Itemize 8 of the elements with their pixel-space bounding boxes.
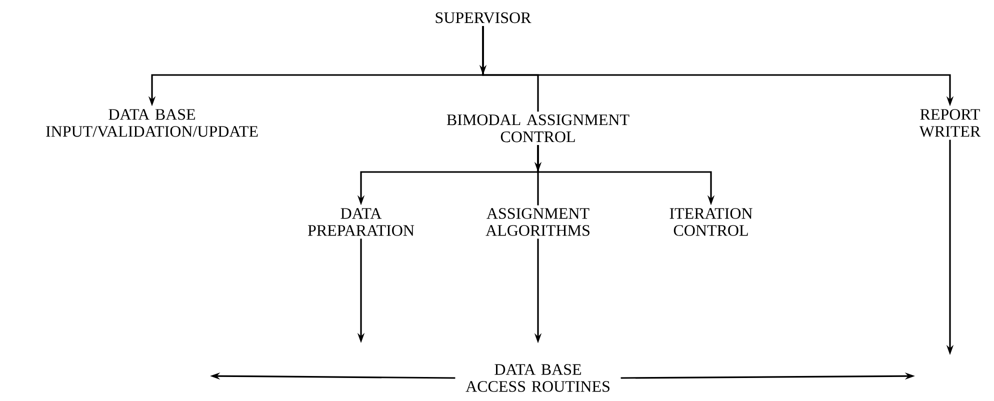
module-label: DATA PREPARATION — [308, 208, 414, 236]
module-label: REPORT WRITER — [919, 109, 981, 137]
module-label: SUPERVISOR — [436, 12, 532, 24]
module-label: BIMODAL ASSIGNMENT CONTROL — [446, 114, 630, 142]
module-label: ASSIGNMENT ALGORITHMS — [486, 208, 590, 236]
module-label: DATA BASE INPUT/VALIDATION/UPDATE — [46, 109, 258, 137]
module-label: ITERATION CONTROL — [670, 208, 752, 236]
module-label: DATA BASE ACCESS ROUTINES — [466, 364, 610, 392]
